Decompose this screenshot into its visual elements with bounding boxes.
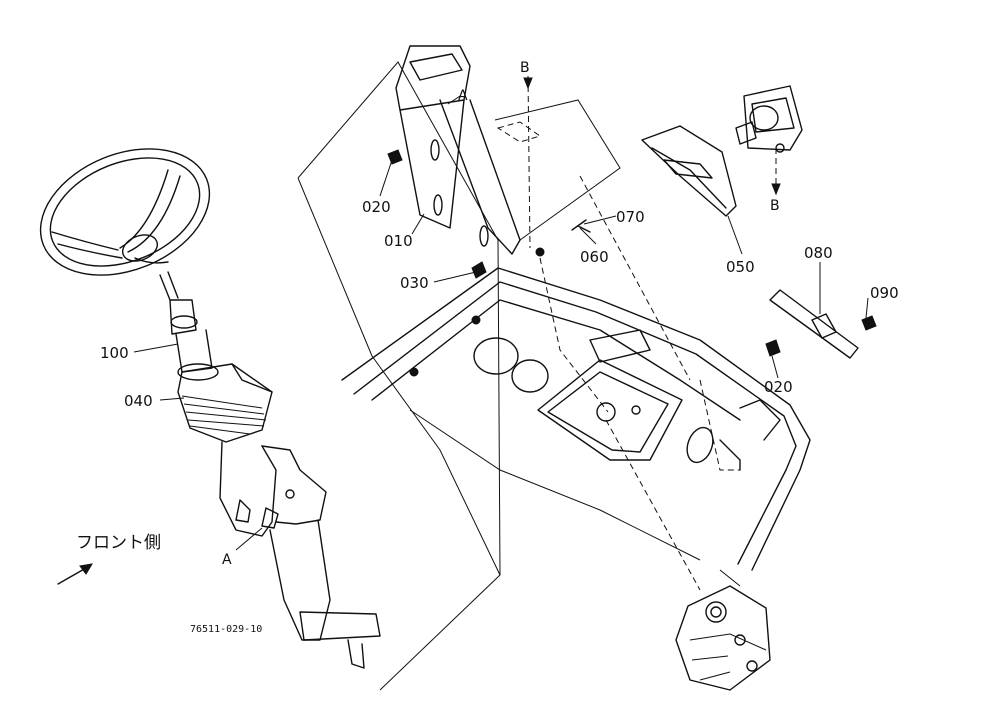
label-060: 060 xyxy=(580,248,609,266)
label-080: 080 xyxy=(804,244,833,262)
label-020-top: 020 xyxy=(362,198,391,216)
ref-a-bottom: A xyxy=(222,552,232,568)
switch-housing xyxy=(641,85,803,217)
steering-pump xyxy=(675,585,771,691)
ref-b-top: B xyxy=(520,60,530,76)
right-panel-outline xyxy=(494,99,621,241)
front-side-label: フロント側 xyxy=(76,533,161,553)
ref-b-right: B xyxy=(770,198,780,214)
label-040: 040 xyxy=(124,392,153,410)
label-050: 050 xyxy=(726,258,755,276)
label-100: 100 xyxy=(100,344,129,362)
label-070: 070 xyxy=(616,208,645,226)
ref-a-top: A xyxy=(458,88,468,104)
label-090: 090 xyxy=(870,284,899,302)
column-boot xyxy=(177,363,273,443)
label-010: 010 xyxy=(384,232,413,250)
label-030: 030 xyxy=(400,274,429,292)
support-bracket xyxy=(395,45,521,255)
mount-plate xyxy=(537,329,683,461)
label-020-right: 020 xyxy=(764,378,793,396)
arrows xyxy=(57,77,781,585)
steering-column-assembly xyxy=(219,441,381,669)
left-panel-outline xyxy=(297,61,501,691)
bracket-080 xyxy=(769,289,859,359)
steering-wheel xyxy=(39,148,211,301)
bolts xyxy=(387,149,877,377)
drawing-code: 76511-029-10 xyxy=(190,624,262,635)
body-frame xyxy=(341,267,811,571)
leader-lines xyxy=(133,95,869,551)
assembly-lines xyxy=(527,75,777,591)
column-shaft xyxy=(169,299,219,381)
